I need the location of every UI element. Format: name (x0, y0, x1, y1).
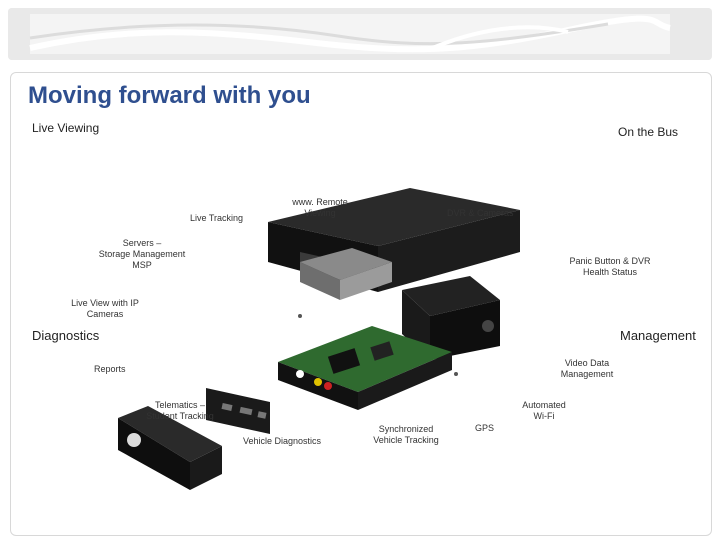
callout-synchronized-tracking: Synchronized Vehicle Tracking (366, 424, 446, 446)
section-label-live-viewing: Live Viewing (32, 121, 99, 135)
callout-line: Synchronized (366, 424, 446, 435)
callout-line: Servers – (92, 238, 192, 249)
callout-line: Panic Button & DVR (560, 256, 660, 267)
callout-line: Video Data (555, 358, 619, 369)
callout-line: Telematics – (138, 400, 222, 411)
callout-line: Management (555, 369, 619, 380)
callout-line: Storage Management (92, 249, 192, 260)
callout-remote-viewing: www. Remote Viewing (285, 197, 355, 219)
screw-icon (298, 314, 302, 318)
callout-line: Vehicle Tracking (366, 435, 446, 446)
section-label-management: Management (620, 328, 696, 343)
callout-automated-wifi: Automated Wi-Fi (514, 400, 574, 422)
callout-line: Health Status (560, 267, 660, 278)
callout-servers: Servers – Storage Management MSP (92, 238, 192, 271)
section-label-on-the-bus: On the Bus (618, 125, 678, 139)
callout-live-tracking: Live Tracking (190, 213, 243, 224)
callout-dvr-cameras: DVR & Cameras (447, 208, 514, 219)
callout-live-view-ip: Live View with IP Cameras (60, 298, 150, 320)
callout-video-data: Video Data Management (555, 358, 619, 380)
callout-telematics: Telematics – Student Tracking (138, 400, 222, 422)
callout-line: Student Tracking (138, 411, 222, 422)
callout-line: MSP (92, 260, 192, 271)
screw-icon (454, 372, 458, 376)
callout-gps: GPS (475, 423, 494, 434)
callout-reports: Reports (94, 364, 126, 375)
callout-panic-button: Panic Button & DVR Health Status (560, 256, 660, 278)
callout-line: Viewing (285, 208, 355, 219)
section-label-diagnostics: Diagnostics (32, 328, 99, 343)
callout-line: Automated (514, 400, 574, 411)
callout-line: www. Remote (285, 197, 355, 208)
callout-line: Wi-Fi (514, 411, 574, 422)
callout-line: Live View with IP (60, 298, 150, 309)
callout-line: Cameras (60, 309, 150, 320)
callout-vehicle-diagnostics: Vehicle Diagnostics (243, 436, 321, 447)
